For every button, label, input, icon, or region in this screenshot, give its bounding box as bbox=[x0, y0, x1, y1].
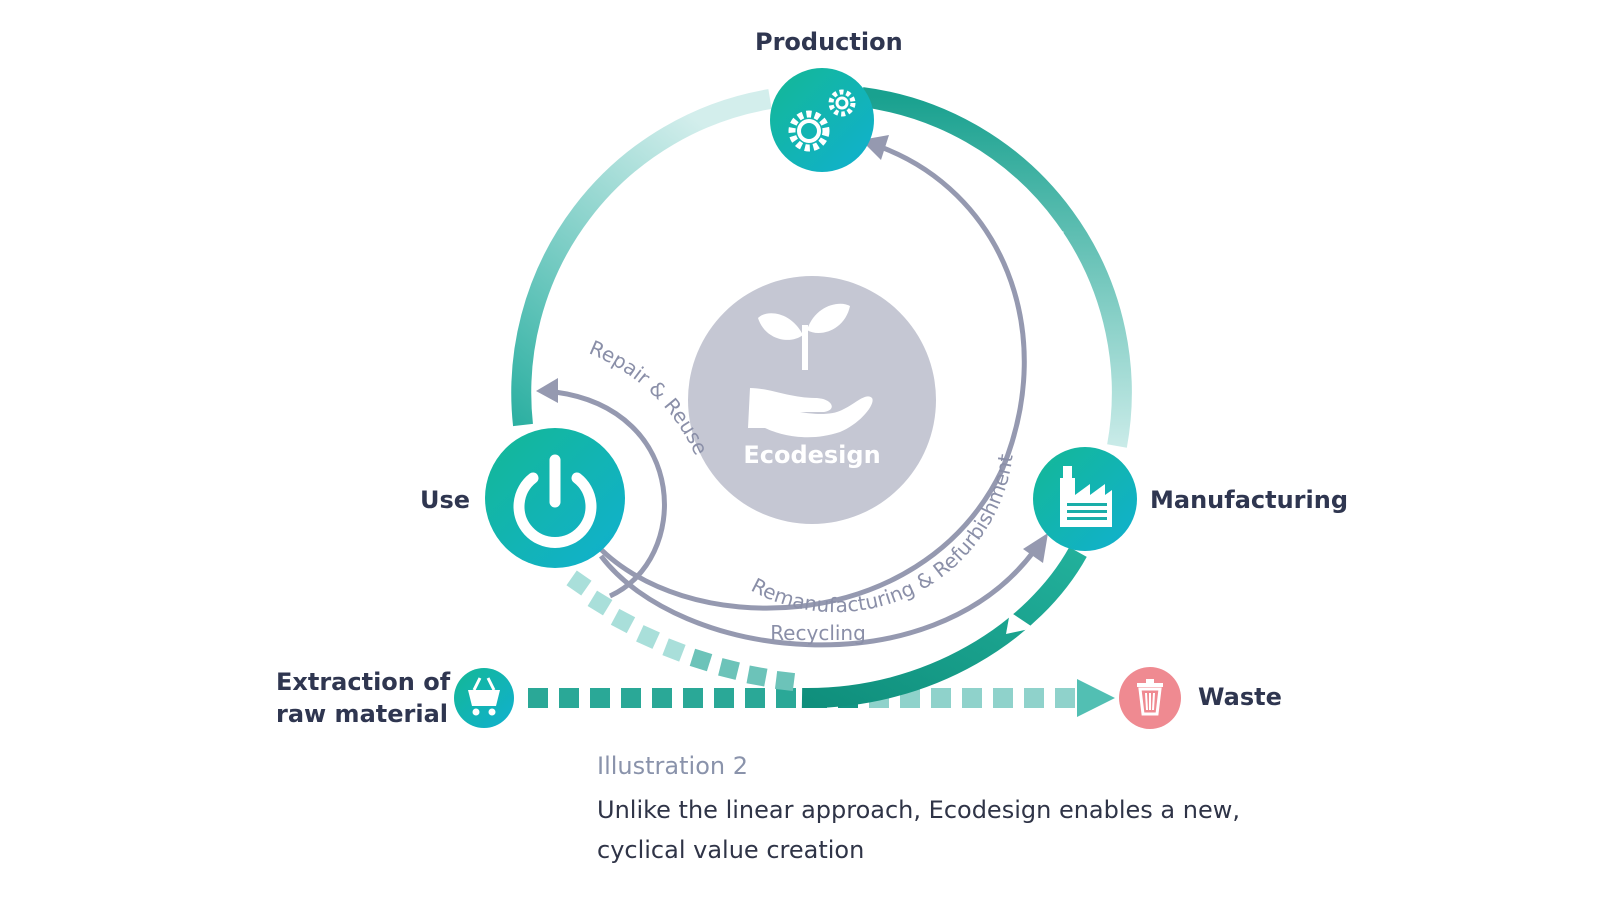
chevron-marker bbox=[590, 205, 612, 232]
waste-label: Waste bbox=[1198, 683, 1282, 711]
arrowhead-use bbox=[536, 378, 558, 403]
trash-icon bbox=[1137, 679, 1163, 716]
flow-dash bbox=[993, 688, 1013, 708]
flow-dash bbox=[559, 688, 579, 708]
flow-dash bbox=[683, 688, 703, 708]
linear-flow-arrowhead bbox=[1077, 679, 1115, 717]
use-to-waste-dashes bbox=[566, 570, 796, 692]
extraction-node bbox=[454, 668, 514, 728]
flow-dash bbox=[962, 688, 982, 708]
chevron-marker bbox=[1006, 612, 1034, 634]
flow-dash bbox=[610, 608, 636, 634]
flow-dash bbox=[746, 665, 768, 687]
extraction-label-line2: raw material bbox=[276, 700, 448, 728]
waste-node bbox=[1119, 667, 1181, 729]
loop-remanufacturing bbox=[591, 143, 1027, 611]
caption-text: Unlike the linear approach, Ecodesign en… bbox=[597, 796, 1240, 864]
flow-dash bbox=[528, 688, 548, 708]
flow-dash bbox=[689, 648, 713, 672]
production-label: Production bbox=[755, 28, 903, 56]
production-node bbox=[770, 68, 874, 172]
arrowhead-manufacturing bbox=[1023, 533, 1048, 563]
flow-dash bbox=[714, 688, 734, 708]
factory-icon bbox=[1060, 466, 1112, 527]
flow-dash bbox=[590, 688, 610, 708]
flow-dash bbox=[718, 658, 740, 680]
gears-icon bbox=[788, 89, 856, 152]
arc-production-to-manufacturing bbox=[860, 87, 1132, 448]
flow-dash bbox=[931, 688, 951, 708]
extraction-label-line1: Extraction of bbox=[276, 668, 451, 696]
flow-dash bbox=[566, 570, 592, 596]
flow-dash bbox=[662, 638, 686, 662]
flow-dash bbox=[1055, 688, 1075, 708]
cart-icon bbox=[468, 677, 500, 716]
flow-dash bbox=[1024, 688, 1044, 708]
chevron-marker bbox=[1041, 221, 1064, 244]
flow-dash bbox=[776, 688, 796, 708]
plant-in-hand-icon bbox=[748, 303, 873, 438]
linear-flow-dashes bbox=[528, 688, 1075, 708]
loop-label-recycling: Recycling bbox=[770, 621, 866, 645]
flow-dash bbox=[774, 670, 796, 692]
caption-title: Illustration 2 bbox=[597, 752, 748, 780]
power-icon bbox=[513, 454, 597, 548]
loop-recycling bbox=[599, 549, 1036, 648]
use-node bbox=[485, 428, 625, 568]
flow-dash bbox=[745, 688, 765, 708]
flow-dash bbox=[587, 590, 613, 616]
flow-dash bbox=[652, 688, 672, 708]
arc-use-to-production bbox=[511, 89, 772, 427]
flow-dash bbox=[636, 625, 660, 649]
use-label: Use bbox=[420, 486, 471, 514]
ecodesign-label: Ecodesign bbox=[743, 441, 880, 469]
arc-extraction-to-manufacturing bbox=[801, 547, 1087, 709]
manufacturing-node bbox=[1033, 447, 1137, 551]
loop-repair bbox=[554, 389, 667, 599]
flow-dash bbox=[621, 688, 641, 708]
manufacturing-label: Manufacturing bbox=[1150, 486, 1348, 514]
